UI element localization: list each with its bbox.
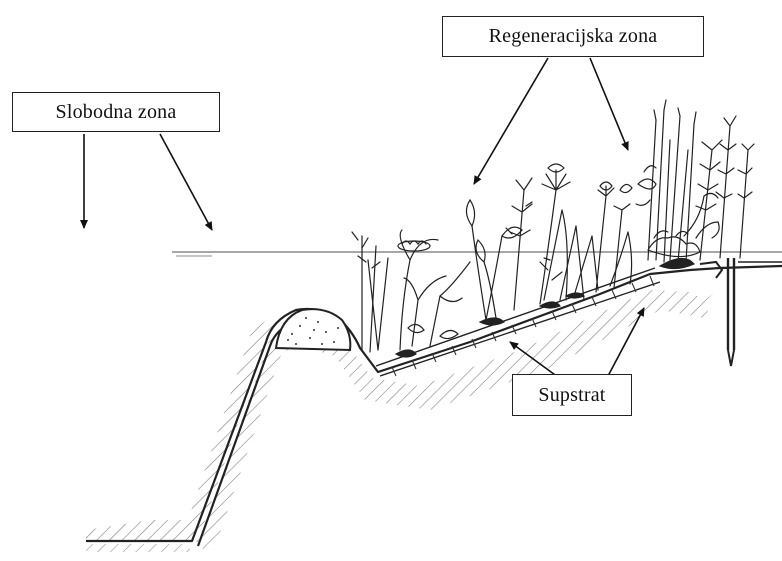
- substrate-label: Supstrat: [512, 374, 632, 416]
- substrate-layer: [391, 275, 655, 377]
- arrow-free-zone-right: [159, 133, 213, 231]
- arrow-regen-left: [473, 57, 549, 185]
- gravel-mound: [274, 308, 352, 352]
- arrow-substrate-left: [509, 341, 563, 381]
- arrow-substrate-right: [607, 307, 645, 377]
- free-zone-text: Slobodna zona: [55, 100, 177, 123]
- free-zone-label: Slobodna zona: [12, 92, 220, 132]
- pointer-arrows: [80, 57, 645, 381]
- arrow-regen-right: [589, 57, 629, 151]
- edge-stake: [699, 258, 782, 367]
- substrate-text: Supstrat: [538, 383, 606, 406]
- soil-hatching: [86, 290, 715, 552]
- aquatic-plants: [351, 99, 755, 358]
- regeneration-zone-text: Regeneracijska zona: [488, 25, 658, 47]
- regeneration-zone-label: Regeneracijska zona: [442, 16, 704, 57]
